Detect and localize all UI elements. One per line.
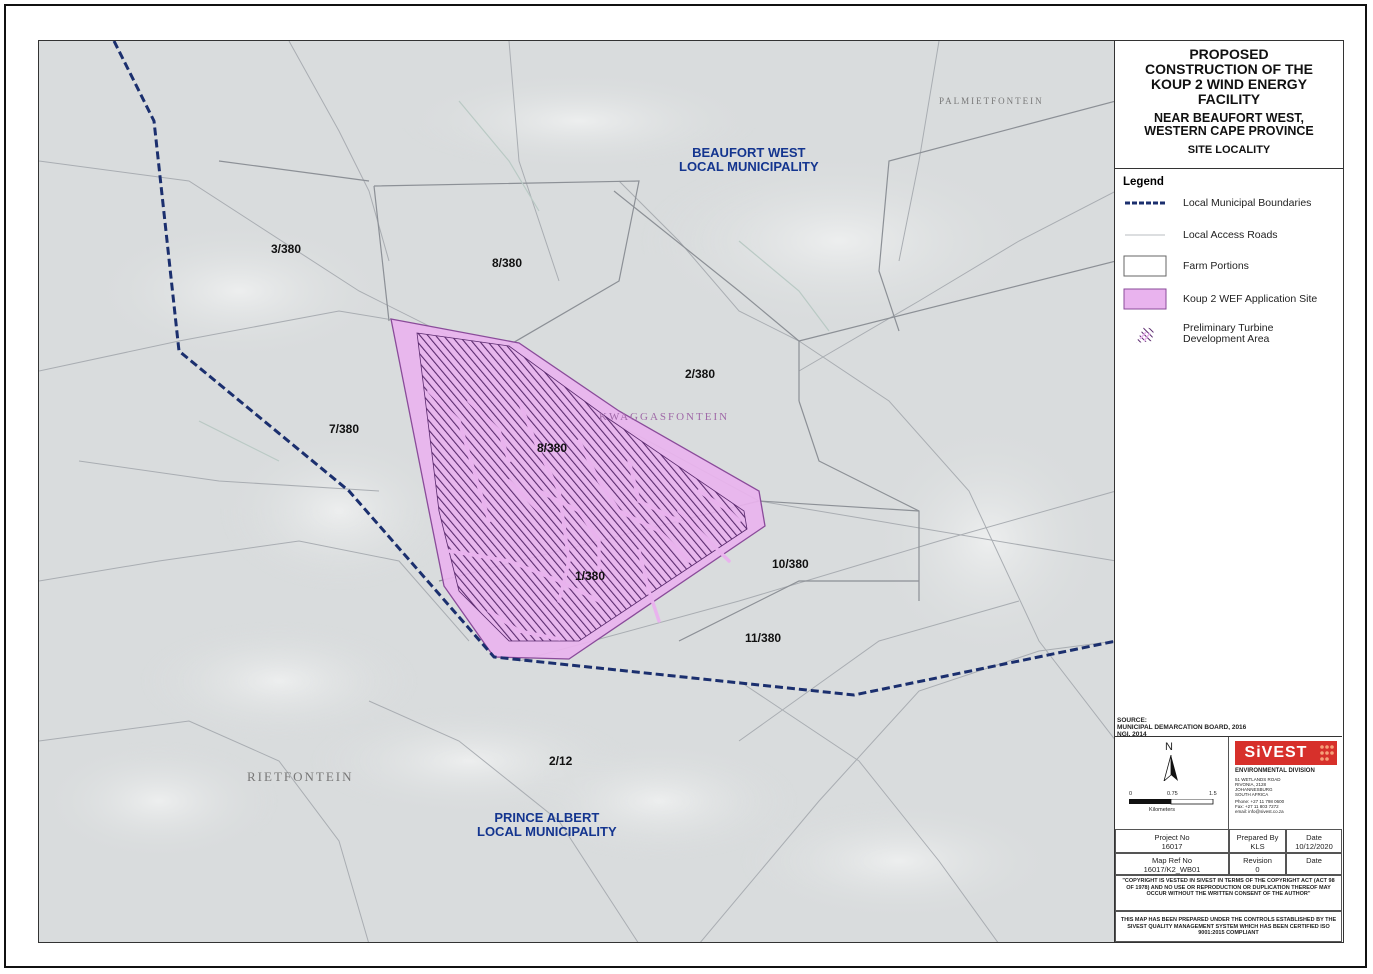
municipality-label-south: PRINCE ALBERT LOCAL MUNICIPALITY bbox=[477, 810, 617, 839]
terrain-relief bbox=[39, 71, 1109, 921]
road-line-icon bbox=[1123, 225, 1167, 245]
scale-unit: Kilometers bbox=[1149, 807, 1175, 813]
legend-item-application-site: Koup 2 WEF Application Site bbox=[1123, 288, 1317, 310]
municipal-boundary-line bbox=[112, 41, 1114, 697]
legend-item-farm-portions: Farm Portions bbox=[1123, 255, 1249, 277]
project-no-cell: Project No 16017 bbox=[1115, 829, 1229, 853]
map-svg bbox=[39, 41, 1114, 942]
map-canvas[interactable]: BEAUFORT WEST LOCAL MUNICIPALITY PRINCE … bbox=[38, 40, 1115, 943]
prepared-by-cell: Prepared By KLS bbox=[1229, 829, 1286, 853]
place-name: RIETFONTEIN bbox=[247, 769, 354, 784]
farm-label: 2/380 bbox=[685, 367, 716, 381]
title-block: PROPOSED CONSTRUCTION OF THE KOUP 2 WIND… bbox=[1115, 41, 1343, 169]
drainage-lines bbox=[198, 100, 830, 462]
source-note: SOURCE: MUNICIPAL DEMARCATION BOARD, 201… bbox=[1117, 717, 1247, 738]
logo-dots-icon bbox=[1317, 741, 1337, 765]
company-logo: SiVEST bbox=[1235, 741, 1317, 765]
legend-heading: Legend bbox=[1123, 176, 1164, 188]
north-arrow-icon bbox=[1163, 755, 1178, 781]
legend-item-turbine-area: Preliminary Turbine Development Area bbox=[1123, 323, 1273, 349]
place-name: PALMIETFONTEIN bbox=[939, 96, 1044, 106]
map-locality: SITE LOCALITY bbox=[1187, 144, 1271, 156]
date-cell: Date 10/12/2020 bbox=[1286, 829, 1342, 853]
map-info-panel: PROPOSED CONSTRUCTION OF THE KOUP 2 WIND… bbox=[1115, 40, 1344, 943]
farm-label: 8/380 bbox=[537, 441, 568, 455]
scale-bar bbox=[1129, 799, 1214, 805]
turbine-buffer-corridors bbox=[427, 389, 741, 641]
company-address: 51 WETLANDS ROAD RIVONIA, 2128 JOHANNESB… bbox=[1235, 777, 1281, 797]
legend-item-municipal-boundaries: Local Municipal Boundaries bbox=[1123, 193, 1311, 213]
outline-box-icon bbox=[1123, 255, 1167, 277]
municipality-label-north: BEAUFORT WEST LOCAL MUNICIPALITY bbox=[679, 145, 819, 174]
company-contact: Phone: +27 11 798 0600 Fax: +27 11 803 7… bbox=[1235, 799, 1285, 814]
scale-block: N 0 0.75 1.5 Kilometers bbox=[1115, 737, 1229, 829]
map-ref-cell: Map Ref No 16017/K2_WB01 bbox=[1115, 853, 1229, 875]
company-block: SiVEST ENVIRONMENTAL DIVISION 51 WETLAND… bbox=[1229, 737, 1342, 829]
place-name: KWAGGASFONTEIN bbox=[599, 411, 730, 423]
dashed-line-icon bbox=[1123, 193, 1167, 213]
date2-cell: Date bbox=[1286, 853, 1342, 875]
filled-box-icon bbox=[1123, 288, 1167, 310]
farm-label: 11/380 bbox=[745, 631, 782, 645]
hatch-icon bbox=[1123, 323, 1167, 349]
legend-item-access-roads: Local Access Roads bbox=[1123, 225, 1278, 245]
farm-label: 10/380 bbox=[772, 557, 809, 571]
farm-label: 7/380 bbox=[329, 422, 360, 436]
revision-cell: Revision 0 bbox=[1229, 853, 1286, 875]
map-title: PROPOSED CONSTRUCTION OF THE KOUP 2 WIND… bbox=[1145, 46, 1313, 107]
farm-label: 3/380 bbox=[271, 242, 302, 256]
copyright-note: "COPYRIGHT IS VESTED IN SIVEST IN TERMS … bbox=[1115, 875, 1342, 911]
north-label: N bbox=[1165, 741, 1173, 753]
quality-note: THIS MAP HAS BEEN PREPARED UNDER THE CON… bbox=[1115, 911, 1342, 942]
info-block: N 0 0.75 1.5 Kilometers SiVEST bbox=[1115, 736, 1342, 943]
farm-label: 2/12 bbox=[549, 754, 573, 768]
map-subtitle: NEAR BEAUFORT WEST, WESTERN CAPE PROVINC… bbox=[1144, 111, 1314, 138]
farm-label: 1/380 bbox=[575, 569, 606, 583]
farm-label: 8/380 bbox=[492, 256, 523, 270]
